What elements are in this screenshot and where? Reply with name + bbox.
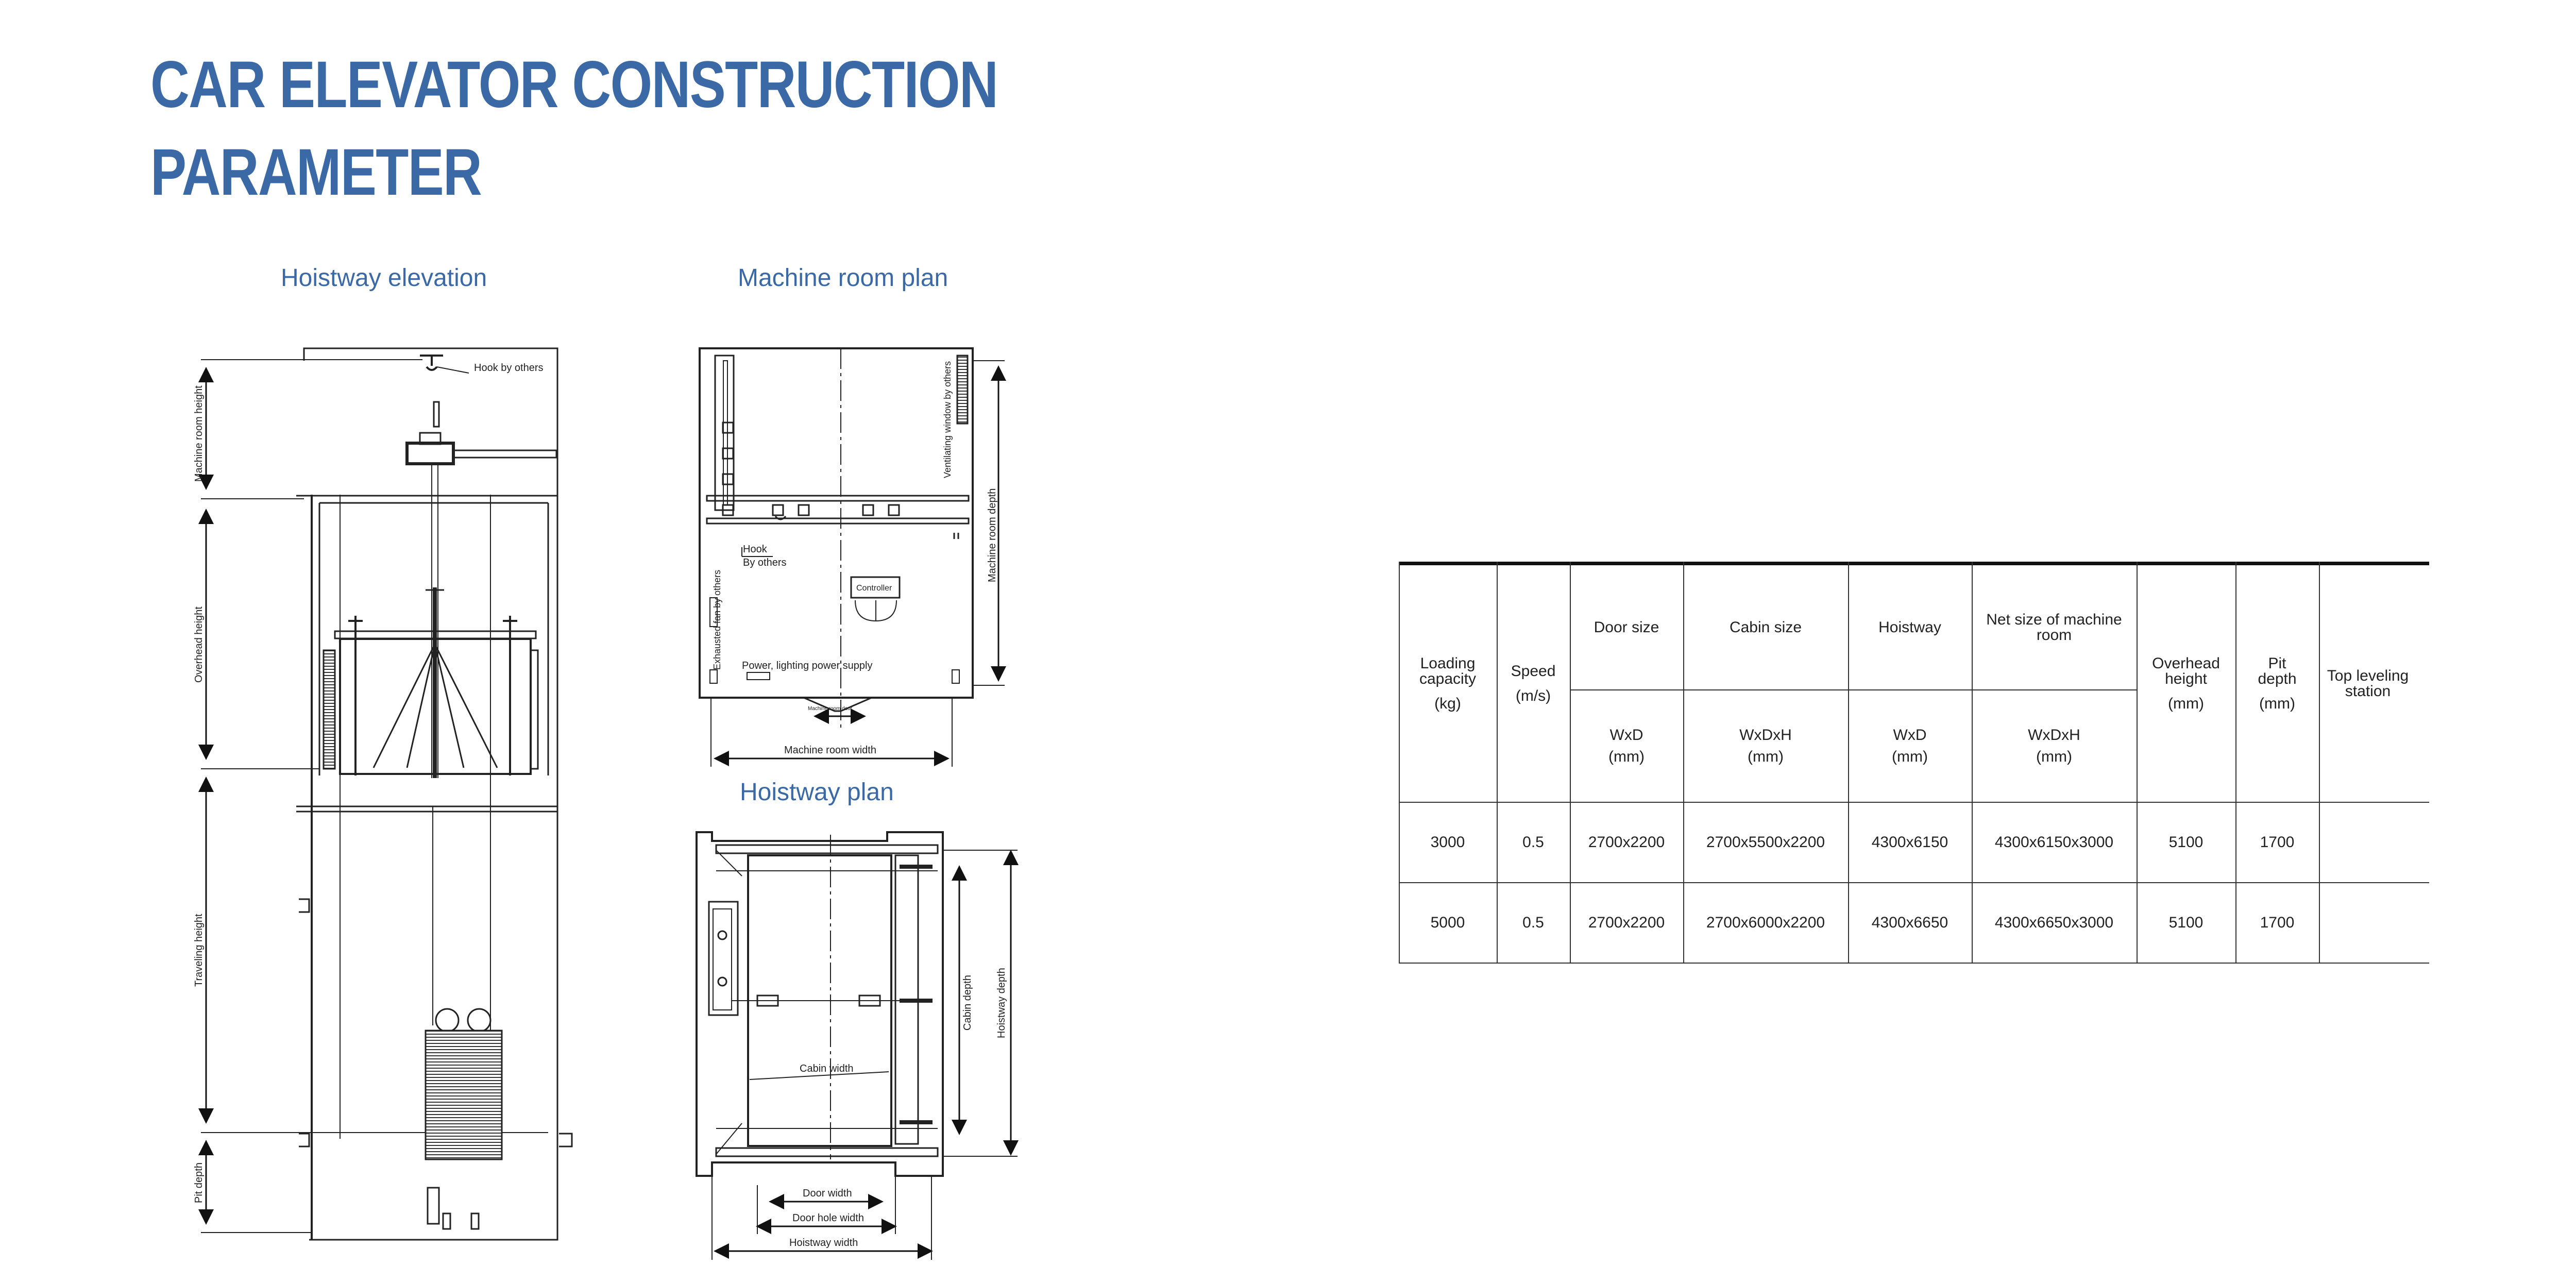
traveling-height-label: Traveling height bbox=[193, 914, 205, 987]
hoistway-plan-drawing bbox=[696, 831, 1019, 1260]
page-title-line-1: CAR ELEVATOR CONSTRUCTION bbox=[150, 48, 998, 122]
machine-room-depth-label: Machine room depth bbox=[987, 488, 998, 582]
hook-label: Hook by others bbox=[474, 362, 544, 374]
cell-pit: 1700 bbox=[2260, 834, 2295, 851]
cell-top bbox=[2319, 803, 2417, 882]
overhead-height-label: Overhead height bbox=[193, 606, 205, 683]
header-cabin-size: Cabin size bbox=[1729, 619, 1802, 636]
header-pit-text: Pit depth bbox=[2258, 655, 2297, 687]
header-speed-text: Speed bbox=[1511, 663, 1556, 680]
header-pit-unit: (mm) bbox=[2259, 695, 2295, 712]
cell-door: 2700x2200 bbox=[1588, 834, 1665, 851]
cell-net: 4300x6150x3000 bbox=[1994, 834, 2114, 851]
cabin-width-label: Cabin width bbox=[800, 1063, 854, 1074]
cell-load: 5000 bbox=[1430, 914, 1465, 931]
cell-overhead: 5100 bbox=[2168, 834, 2204, 851]
machine-room-plan-drawing bbox=[699, 347, 1006, 767]
header-loading: Loading capacity (kg) bbox=[1399, 566, 1497, 802]
mr-hook-label-line-1: Hook bbox=[743, 544, 768, 555]
cell-top bbox=[2319, 883, 2417, 963]
door-hole-width-label: Door hole width bbox=[792, 1212, 864, 1224]
cell-hoistway: 4300x6650 bbox=[1871, 914, 1948, 931]
cell-hoistway: 4300x6150 bbox=[1871, 834, 1948, 851]
exhaust-fan-label: Exhausted fan by others bbox=[712, 570, 722, 670]
header-loading-text: Loading capacity bbox=[1419, 655, 1477, 687]
cell-net: 4300x6650x3000 bbox=[1994, 914, 2114, 931]
cell-speed: 0.5 bbox=[1522, 834, 1544, 851]
header-net-size: Net size of machine room bbox=[1986, 611, 2122, 644]
machine-room-door-label: Machine room door bbox=[808, 706, 853, 712]
header-speed: Speed (m/s) bbox=[1497, 566, 1570, 802]
header-speed-unit: (m/s) bbox=[1515, 687, 1551, 704]
cabin-depth-label: Cabin depth bbox=[962, 975, 973, 1031]
door-width-label: Door width bbox=[803, 1188, 852, 1199]
cell-door: 2700x2200 bbox=[1588, 914, 1665, 931]
header-door-size: Door size bbox=[1594, 619, 1659, 636]
hoistway-elevation-drawing bbox=[198, 347, 573, 1241]
machine-room-width-label: Machine room width bbox=[784, 745, 876, 756]
hoistway-depth-label: Hoistway depth bbox=[996, 968, 1007, 1038]
header-overhead-text: Overhead height bbox=[2152, 655, 2220, 687]
pit-depth-label: Pit depth bbox=[193, 1162, 205, 1203]
hoistway-elevation-heading: Hoistway elevation bbox=[281, 264, 487, 292]
subheader-cabin: WxDxH (mm) bbox=[1739, 727, 1792, 765]
header-top-leveling: Top leveling station bbox=[2327, 667, 2409, 700]
cell-pit: 1700 bbox=[2260, 914, 2295, 931]
header-overhead-unit: (mm) bbox=[2168, 695, 2204, 712]
machine-room-plan-heading: Machine room plan bbox=[738, 264, 948, 292]
controller-label: Controller bbox=[856, 584, 892, 593]
page-title-line-2: PARAMETER bbox=[150, 136, 482, 209]
hoistway-plan-heading: Hoistway plan bbox=[740, 779, 894, 806]
header-hoistway: Hoistway bbox=[1878, 619, 1941, 636]
cell-speed: 0.5 bbox=[1522, 914, 1544, 931]
spec-table: Loading capacity (kg) Speed (m/s) Door s… bbox=[1399, 562, 2429, 964]
mr-hook-label-line-2: By others bbox=[743, 557, 786, 568]
power-supply-label: Power, lighting power supply bbox=[742, 660, 872, 671]
page-title: CAR ELEVATOR CONSTRUCTION PARAMETER bbox=[150, 41, 998, 216]
header-loading-unit: (kg) bbox=[1434, 695, 1461, 712]
hoistway-width-label: Hoistway width bbox=[789, 1237, 858, 1249]
cell-cabin: 2700x6000x2200 bbox=[1706, 914, 1825, 931]
subheader-door: WxD (mm) bbox=[1608, 727, 1645, 765]
ventilating-window-label: Ventilating window by others bbox=[942, 361, 953, 478]
cell-cabin: 2700x5500x2200 bbox=[1706, 834, 1825, 851]
subheader-hoistway: WxD (mm) bbox=[1892, 727, 1928, 765]
subheader-net: WxDxH (mm) bbox=[2028, 727, 2080, 765]
table-top-rule bbox=[1399, 562, 2429, 565]
header-pit: Pit depth (mm) bbox=[2235, 566, 2319, 802]
cell-overhead: 5100 bbox=[2168, 914, 2204, 931]
cell-load: 3000 bbox=[1430, 834, 1465, 851]
machine-room-height-label: Machine room height bbox=[193, 385, 205, 482]
header-overhead: Overhead height (mm) bbox=[2137, 566, 2235, 802]
